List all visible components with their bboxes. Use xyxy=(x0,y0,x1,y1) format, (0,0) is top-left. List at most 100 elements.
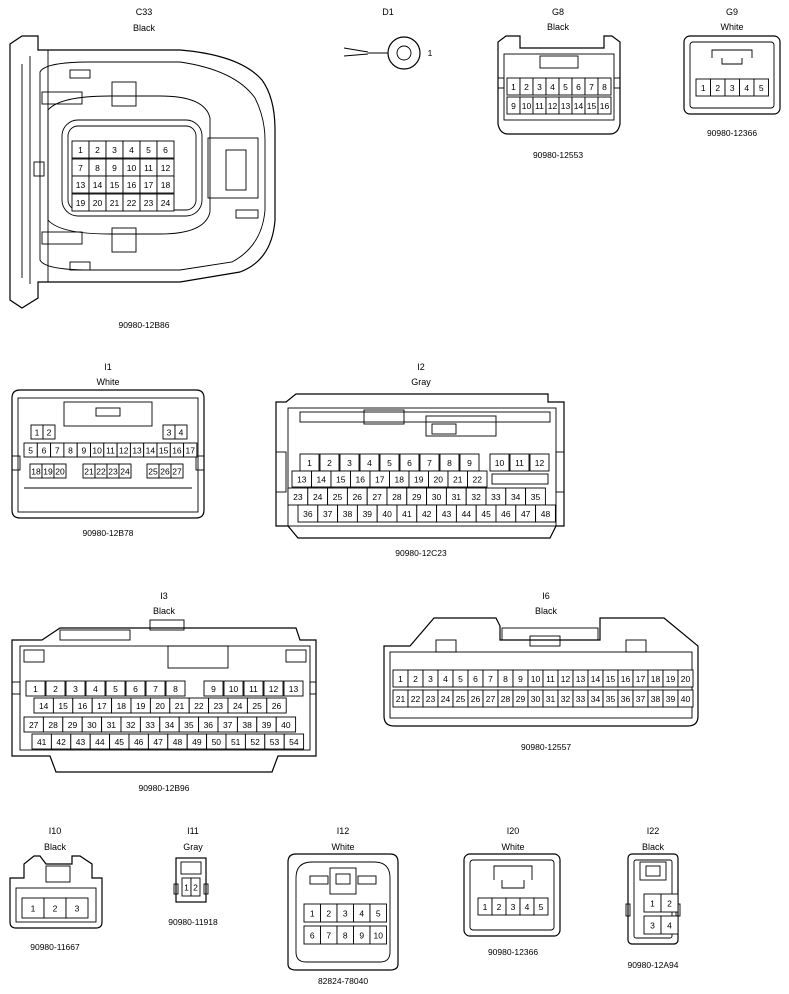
connector-color: Black xyxy=(133,23,156,33)
pin-label: 7 xyxy=(427,458,432,468)
pin-label: 12 xyxy=(161,163,171,173)
pin-label: 27 xyxy=(372,492,382,502)
pin-label: 47 xyxy=(521,509,531,519)
pin-label: 2 xyxy=(95,145,100,155)
pin-label: 25 xyxy=(333,492,343,502)
pin-cell xyxy=(266,697,287,714)
pin-label: 1 xyxy=(33,684,38,694)
pin-label: 2 xyxy=(53,684,58,694)
pin-label: 6 xyxy=(407,458,412,468)
pin-label: 39 xyxy=(666,694,676,704)
connector-id: I11 xyxy=(187,826,199,836)
pin-cell xyxy=(489,453,510,472)
pin-label: 2 xyxy=(47,428,52,438)
pin-label: 31 xyxy=(107,720,117,730)
pin-label: 37 xyxy=(636,694,646,704)
pin-label: 3 xyxy=(75,904,80,914)
pin-label: 20 xyxy=(93,198,103,208)
pin-label: 1 xyxy=(398,674,403,684)
pin-label: 43 xyxy=(442,509,452,519)
pin-label: 19 xyxy=(136,701,146,711)
pin-label: 46 xyxy=(501,509,511,519)
part-number: 90980-12557 xyxy=(521,742,571,752)
pin-label: 4 xyxy=(525,902,530,912)
pin-label: 15 xyxy=(587,101,597,111)
pin-label: 1 xyxy=(650,899,655,909)
pin-cell xyxy=(263,680,284,697)
pin-cell xyxy=(118,463,132,479)
pin-label: 39 xyxy=(363,509,373,519)
pin-label: 24 xyxy=(441,694,451,704)
pin-label: 2 xyxy=(715,83,720,93)
pin-label: 7 xyxy=(78,163,83,173)
pin-label: 4 xyxy=(744,83,749,93)
pin-cell xyxy=(190,877,201,897)
pin-label: 9 xyxy=(467,458,472,468)
pin-label: 15 xyxy=(159,446,169,456)
pin-label: 21 xyxy=(84,467,94,477)
pin-label: 53 xyxy=(270,737,280,747)
pin-label: 10 xyxy=(531,674,541,684)
pin-label: 28 xyxy=(48,720,58,730)
pin-label: 5 xyxy=(28,446,33,456)
pin-label: 9 xyxy=(112,163,117,173)
pin-label: 52 xyxy=(250,737,260,747)
connector-color: White xyxy=(331,842,354,852)
pin-label: 28 xyxy=(392,492,402,502)
pin-label: 1 xyxy=(307,458,312,468)
pin-label: 13 xyxy=(297,475,307,485)
pin-label: 20 xyxy=(55,467,65,477)
pin-cell xyxy=(156,175,175,194)
pin-label: 2 xyxy=(326,909,331,919)
pin-label: 25 xyxy=(456,694,466,704)
pin-label: 38 xyxy=(343,509,353,519)
pin-label: 16 xyxy=(600,101,610,111)
pin-label: 7 xyxy=(153,684,158,694)
pin-label: 2 xyxy=(193,883,198,893)
pin-label: 24 xyxy=(313,492,323,502)
pin-cell xyxy=(165,680,186,697)
connector-color: White xyxy=(96,377,119,387)
pin-label: 6 xyxy=(473,674,478,684)
pin-label: 3 xyxy=(167,428,172,438)
pin-label: 5 xyxy=(539,902,544,912)
pin-label: 38 xyxy=(651,694,661,704)
pin-cell xyxy=(203,680,224,697)
pin-label: 3 xyxy=(511,902,516,912)
pin-label: 21 xyxy=(396,694,406,704)
pin-label: 9 xyxy=(511,101,516,111)
pin-label: 30 xyxy=(432,492,442,502)
pin-label: 18 xyxy=(31,467,41,477)
pin-label: 27 xyxy=(172,467,182,477)
connector-housing xyxy=(683,35,781,115)
pin-label: 40 xyxy=(281,720,291,730)
pin-label: 17 xyxy=(186,446,196,456)
pin-label: 29 xyxy=(412,492,422,502)
pin-label: 23 xyxy=(108,467,118,477)
pin-label: 13 xyxy=(561,101,571,111)
pin-label: 4 xyxy=(129,145,134,155)
connector-housing xyxy=(463,853,561,937)
pin-label: 24 xyxy=(233,701,243,711)
pin-label: 48 xyxy=(541,509,551,519)
pin-label: 31 xyxy=(546,694,556,704)
connector-d1: D1 1 xyxy=(343,7,433,70)
pin-label: 19 xyxy=(414,475,424,485)
pin-cell xyxy=(677,669,694,688)
pin-label: 34 xyxy=(511,492,521,502)
pin-label: 37 xyxy=(223,720,233,730)
connector-color: Black xyxy=(535,606,558,616)
connector-id: G8 xyxy=(552,7,564,17)
pin-label: 23 xyxy=(144,198,154,208)
pin-label: 26 xyxy=(353,492,363,502)
pin-label: 5 xyxy=(376,909,381,919)
pin-label: 20 xyxy=(681,674,691,684)
pin-label: 16 xyxy=(621,674,631,684)
pin-label: 5 xyxy=(458,674,463,684)
